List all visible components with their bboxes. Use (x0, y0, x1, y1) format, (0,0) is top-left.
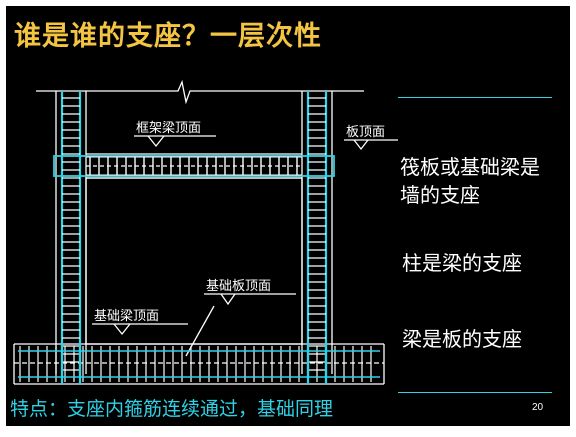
note-raft-line2: 墙的支座 (400, 183, 480, 207)
note-beam: 梁是板的支座 (402, 327, 522, 351)
support-diagram: 框架梁顶面 板顶面 基础板顶面 基础梁顶面 (13, 79, 398, 385)
note-rule-bottom (398, 392, 552, 393)
frame-beam-cage (53, 155, 335, 177)
foundation-beam-top-label: 基础梁顶面 (94, 309, 159, 324)
note-column: 柱是梁的支座 (402, 251, 522, 275)
note-rule-top (398, 97, 552, 98)
foundation-slab-top-label: 基础板顶面 (206, 279, 271, 294)
frame-beam-top-label: 框架梁顶面 (136, 121, 201, 136)
break-line (36, 79, 364, 105)
slab-marker (353, 139, 369, 151)
note-raft-line1: 筏板或基础梁是 (400, 155, 540, 179)
footer-note: 特点：支座内箍筋连续通过，基础同理 (10, 398, 334, 420)
page-number: 20 (532, 402, 544, 413)
foundation-slab-marker (220, 293, 236, 306)
frame-beam-marker (147, 135, 165, 148)
slab-top-label: 板顶面 (346, 125, 385, 140)
foundation-beam-marker (113, 323, 131, 336)
slide-title: 谁是谁的支座？一层次性 (14, 21, 322, 52)
slide: 谁是谁的支座？一层次性 (6, 6, 570, 426)
